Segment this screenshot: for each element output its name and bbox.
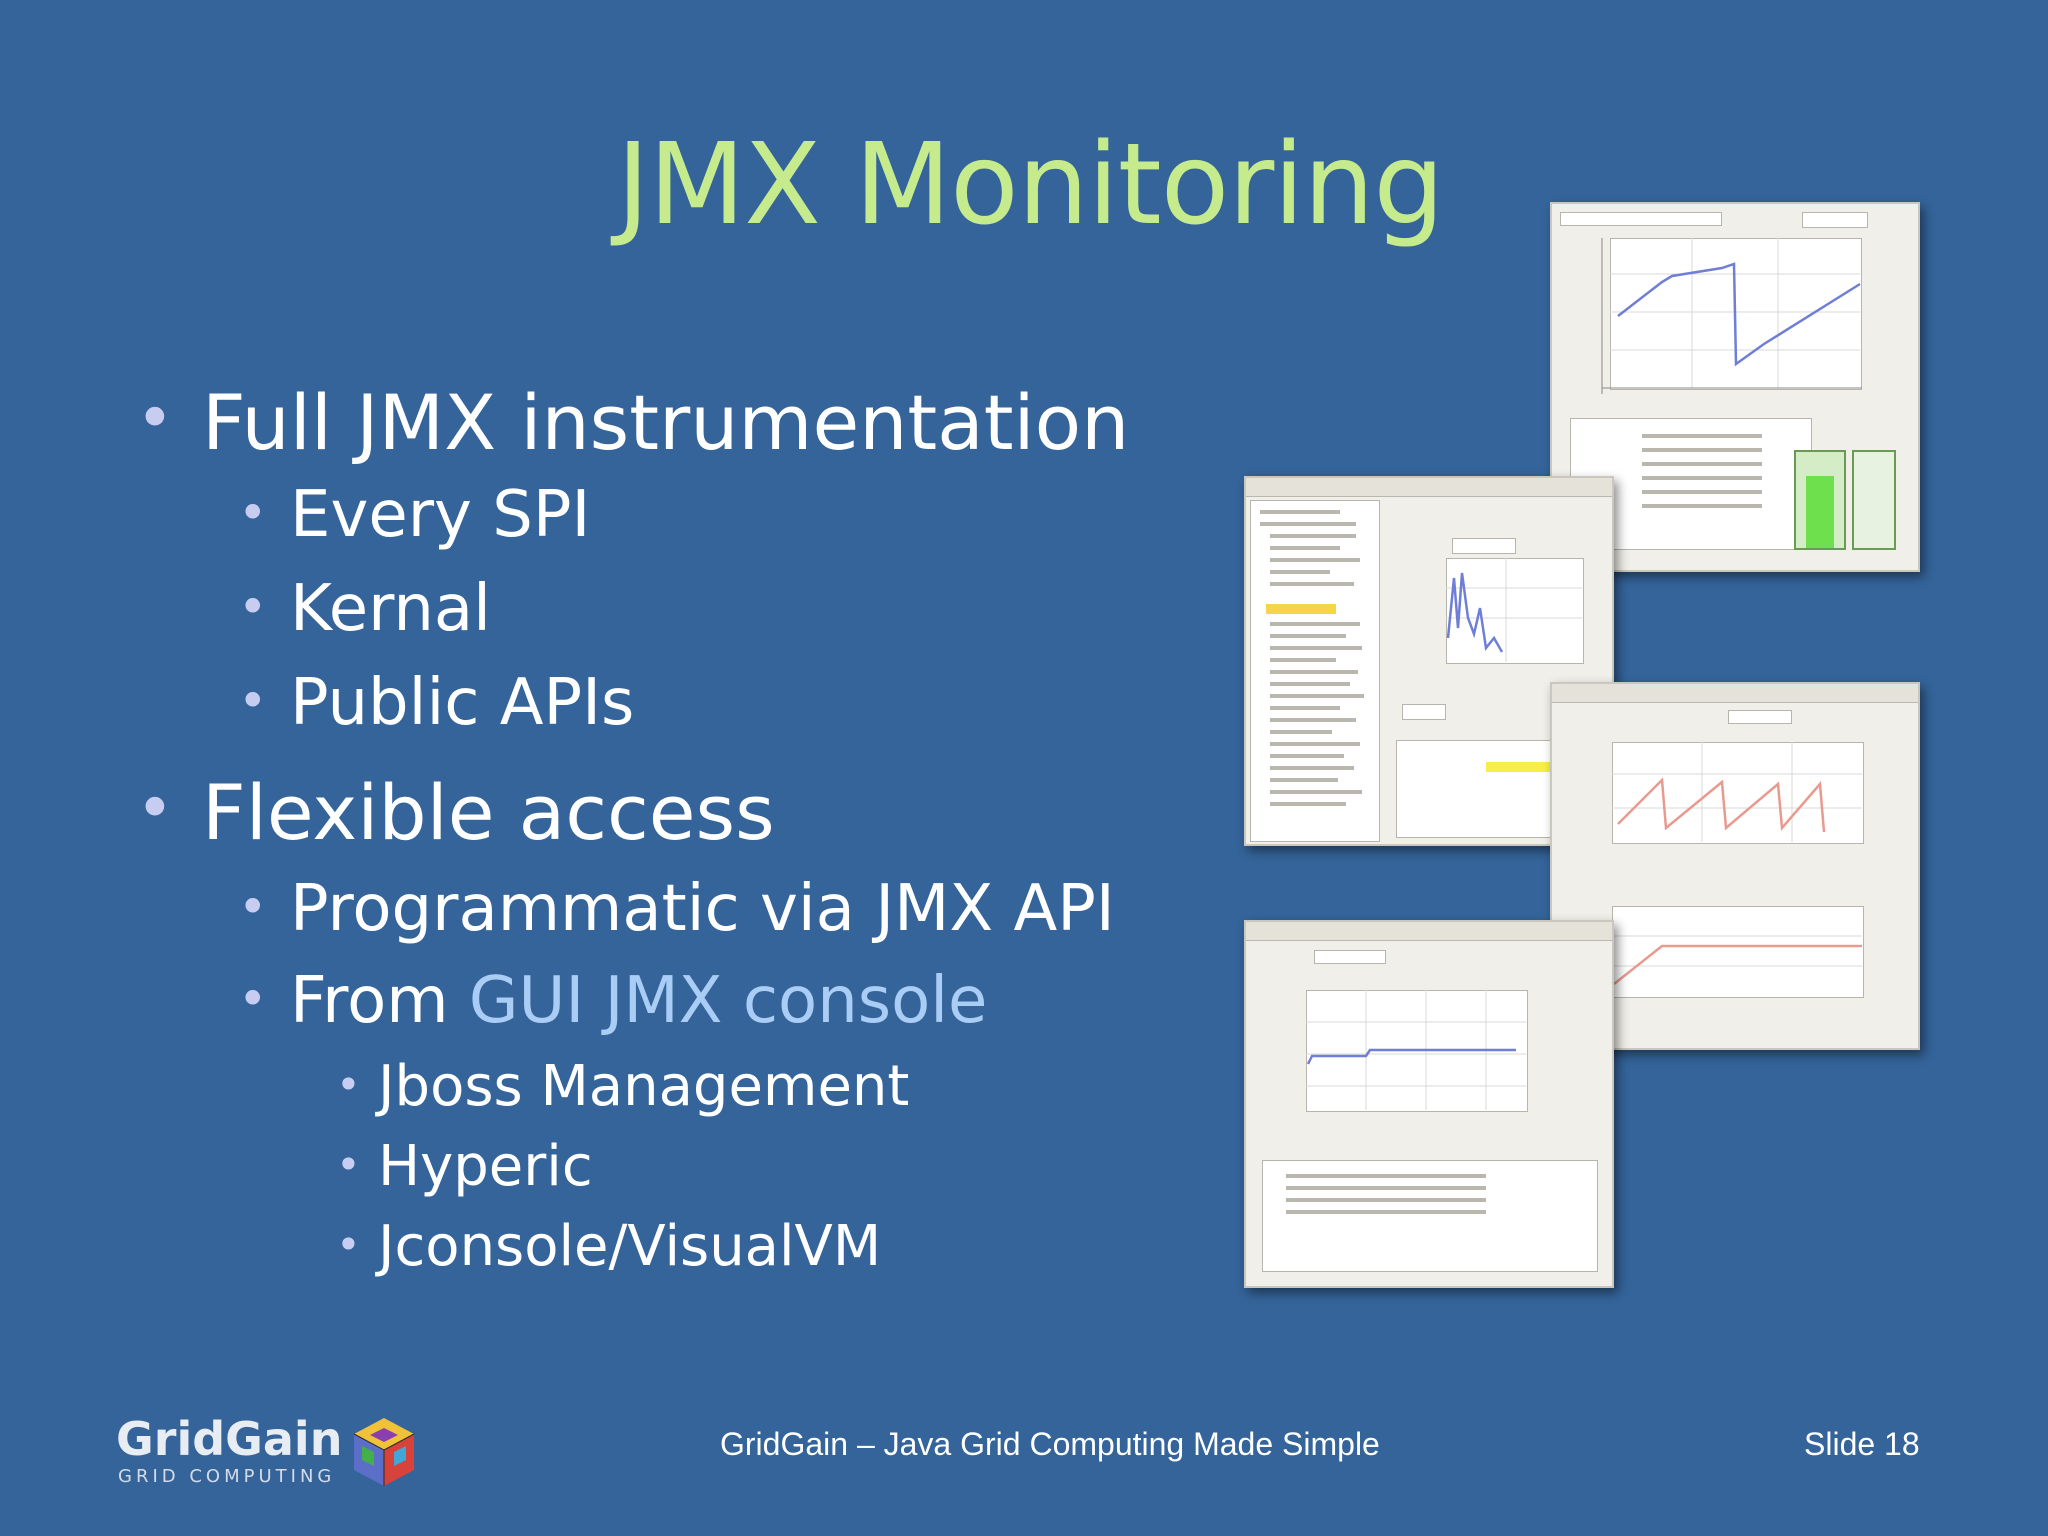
screenshot-chart-lines	[1612, 742, 1862, 842]
bullet-item: • Full JMX instrumentation	[136, 378, 1130, 467]
screenshot-chart-lines	[1612, 935, 1862, 985]
screenshot-tab-bar	[1246, 478, 1612, 497]
bullet-dot-icon: •	[238, 578, 268, 636]
screenshot-tab-bar	[1246, 922, 1612, 941]
bullet-text: Programmatic via JMX API	[290, 872, 1115, 946]
bullet-text: Kernal	[290, 572, 491, 646]
bullet-text: Hyperic	[378, 1134, 593, 1199]
bullet-dot-icon: •	[336, 1060, 361, 1109]
screenshot-bar-gauge	[1794, 450, 1846, 550]
screenshot-combo	[1728, 710, 1792, 724]
bullet-text: Jconsole/VisualVM	[378, 1214, 882, 1279]
screenshot-tab-bar	[1552, 684, 1918, 703]
slide-number: Slide 18	[1804, 1426, 1920, 1462]
bullet-text: Jboss Management	[378, 1054, 910, 1119]
screenshot-details-panel	[1262, 1160, 1598, 1272]
bullet-item: • Jconsole/VisualVM	[336, 1214, 882, 1279]
screenshot-chart-lines	[1306, 990, 1526, 1110]
screenshot-bar-gauge	[1852, 450, 1896, 550]
bullet-text: Full JMX instrumentation	[202, 378, 1130, 467]
screenshot-combo	[1560, 212, 1722, 226]
logo-wordmark: GridGain	[116, 1412, 343, 1466]
bullet-dot-icon: •	[238, 970, 268, 1028]
screenshot-combo	[1314, 950, 1386, 964]
screenshot-chart-lines	[1601, 238, 1862, 394]
screenshot-button	[1402, 704, 1446, 720]
bullet-item: • Every SPI	[238, 478, 591, 552]
screenshot-chart-area	[1446, 558, 1584, 664]
bullet-item: • Programmatic via JMX API	[238, 872, 1115, 946]
bullet-text: From	[290, 964, 469, 1038]
bullet-item: • Flexible access	[136, 768, 775, 857]
bullet-text: Every SPI	[290, 478, 591, 552]
bullet-item: • Hyperic	[336, 1134, 593, 1199]
jconsole-classes-screenshot	[1244, 920, 1614, 1288]
bullet-dot-icon: •	[336, 1220, 361, 1269]
screenshot-button	[1802, 212, 1868, 228]
rubiks-cube-icon	[353, 1418, 415, 1486]
bullet-dot-icon: •	[238, 878, 268, 936]
bullet-item: • Public APIs	[238, 666, 635, 740]
logo-subtitle: GRID COMPUTING	[118, 1466, 336, 1487]
bullet-dot-icon: •	[238, 484, 268, 542]
bullet-dot-icon: •	[238, 672, 268, 730]
bullet-text: Public APIs	[290, 666, 635, 740]
bullet-item: • From GUI JMX console	[238, 964, 988, 1038]
footer-tagline: GridGain – Java Grid Computing Made Simp…	[720, 1426, 1380, 1462]
bullet-dot-icon: •	[136, 382, 174, 456]
bullet-dot-icon: •	[136, 772, 174, 846]
bullet-text: Flexible access	[202, 768, 775, 857]
screenshot-button	[1452, 538, 1516, 554]
bullet-item: • Kernal	[238, 572, 491, 646]
screenshot-chart-lines	[1446, 558, 1582, 662]
slide-title: JMX Monitoring	[616, 120, 1445, 250]
bullet-item: • Jboss Management	[336, 1054, 910, 1119]
bullet-dot-icon: •	[336, 1140, 361, 1189]
gui-jmx-console-link[interactable]: GUI JMX console	[468, 964, 988, 1038]
